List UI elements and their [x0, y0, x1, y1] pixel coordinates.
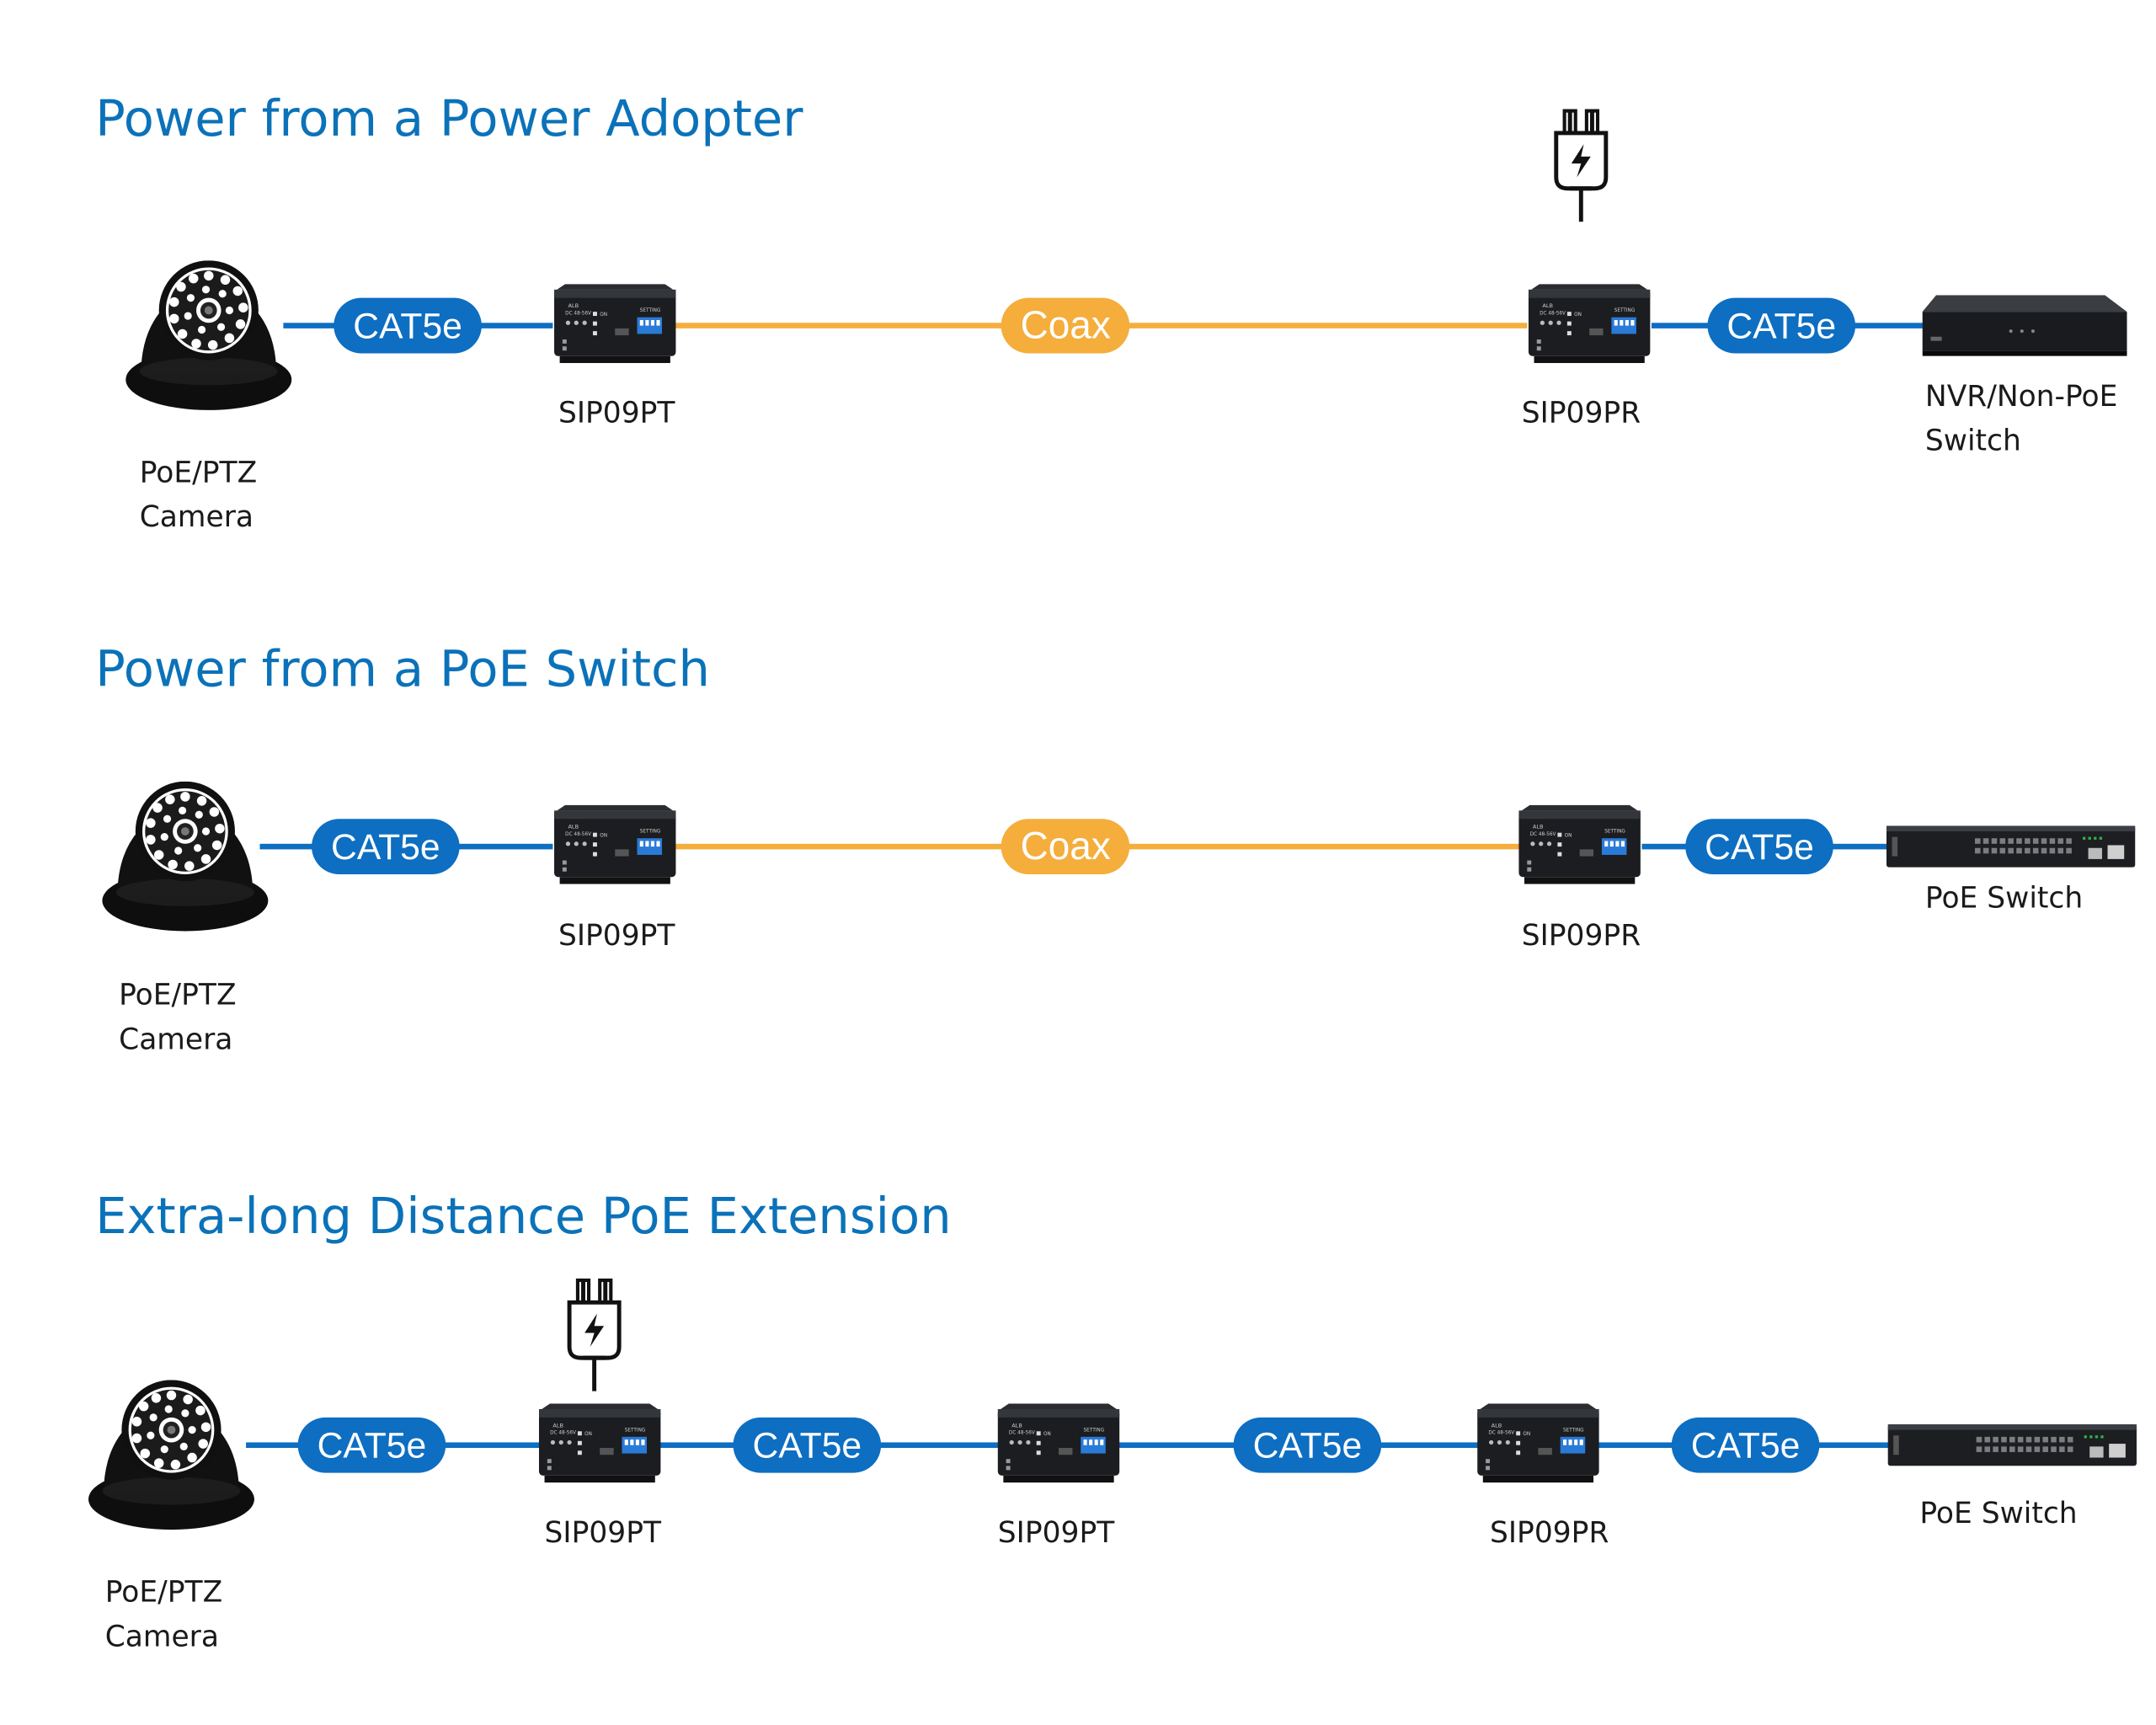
- extender-device-icon: [1516, 805, 1643, 885]
- nvr-icon: [1923, 295, 2127, 355]
- coax-pill: Coax: [1001, 819, 1130, 874]
- section-title: Power from a PoE Switch: [95, 641, 710, 699]
- end-device-label: PoE Switch: [1924, 881, 2084, 915]
- camera-label: PoE/PTZ Camera: [139, 456, 258, 534]
- dome-camera-icon: [121, 260, 296, 415]
- device-label: SIP09PR: [1521, 396, 1641, 430]
- cat5e-pill: CAT5e: [1685, 819, 1833, 874]
- cat5e-pill: CAT5e: [1233, 1417, 1382, 1473]
- power-adapter-icon: [1550, 108, 1611, 224]
- dome-camera-icon: [84, 1380, 259, 1535]
- power-adapter-icon: [564, 1278, 625, 1394]
- device-label: SIP09PT: [997, 1515, 1115, 1550]
- cat5e-pill: CAT5e: [1671, 1417, 1820, 1473]
- end-device-label: NVR/Non-PoE Switch: [1924, 379, 2118, 457]
- poe-switch-icon: [1888, 1424, 2137, 1466]
- section-title: Power from a Power Adopter: [95, 91, 803, 149]
- cat5e-pill: CAT5e: [334, 297, 482, 354]
- cat5e-pill: CAT5e: [297, 1417, 446, 1473]
- extender-device-icon: [552, 284, 679, 364]
- poe-switch-icon: [1886, 825, 2135, 867]
- extender-device-icon: [1526, 284, 1653, 364]
- extender-device-icon: [536, 1403, 664, 1483]
- cat5e-pill: CAT5e: [312, 819, 460, 874]
- cat5e-pill: CAT5e: [733, 1417, 882, 1473]
- device-label: SIP09PR: [1489, 1515, 1609, 1550]
- end-device-label: PoE Switch: [1919, 1496, 2078, 1530]
- camera-label: PoE/PTZ Camera: [104, 1575, 223, 1653]
- device-label: SIP09PT: [558, 396, 675, 430]
- cat5e-pill: CAT5e: [1707, 297, 1856, 354]
- device-label: SIP09PR: [1521, 918, 1641, 953]
- dome-camera-icon: [99, 782, 273, 937]
- camera-label: PoE/PTZ Camera: [119, 978, 237, 1056]
- extender-device-icon: [1475, 1403, 1602, 1483]
- device-label: SIP09PT: [558, 918, 675, 953]
- section-title: Extra-long Distance PoE Extension: [95, 1188, 952, 1246]
- extender-device-icon: [995, 1403, 1123, 1483]
- coax-pill: Coax: [1001, 297, 1130, 354]
- device-label: SIP09PT: [544, 1515, 662, 1550]
- extender-device-icon: [552, 805, 679, 885]
